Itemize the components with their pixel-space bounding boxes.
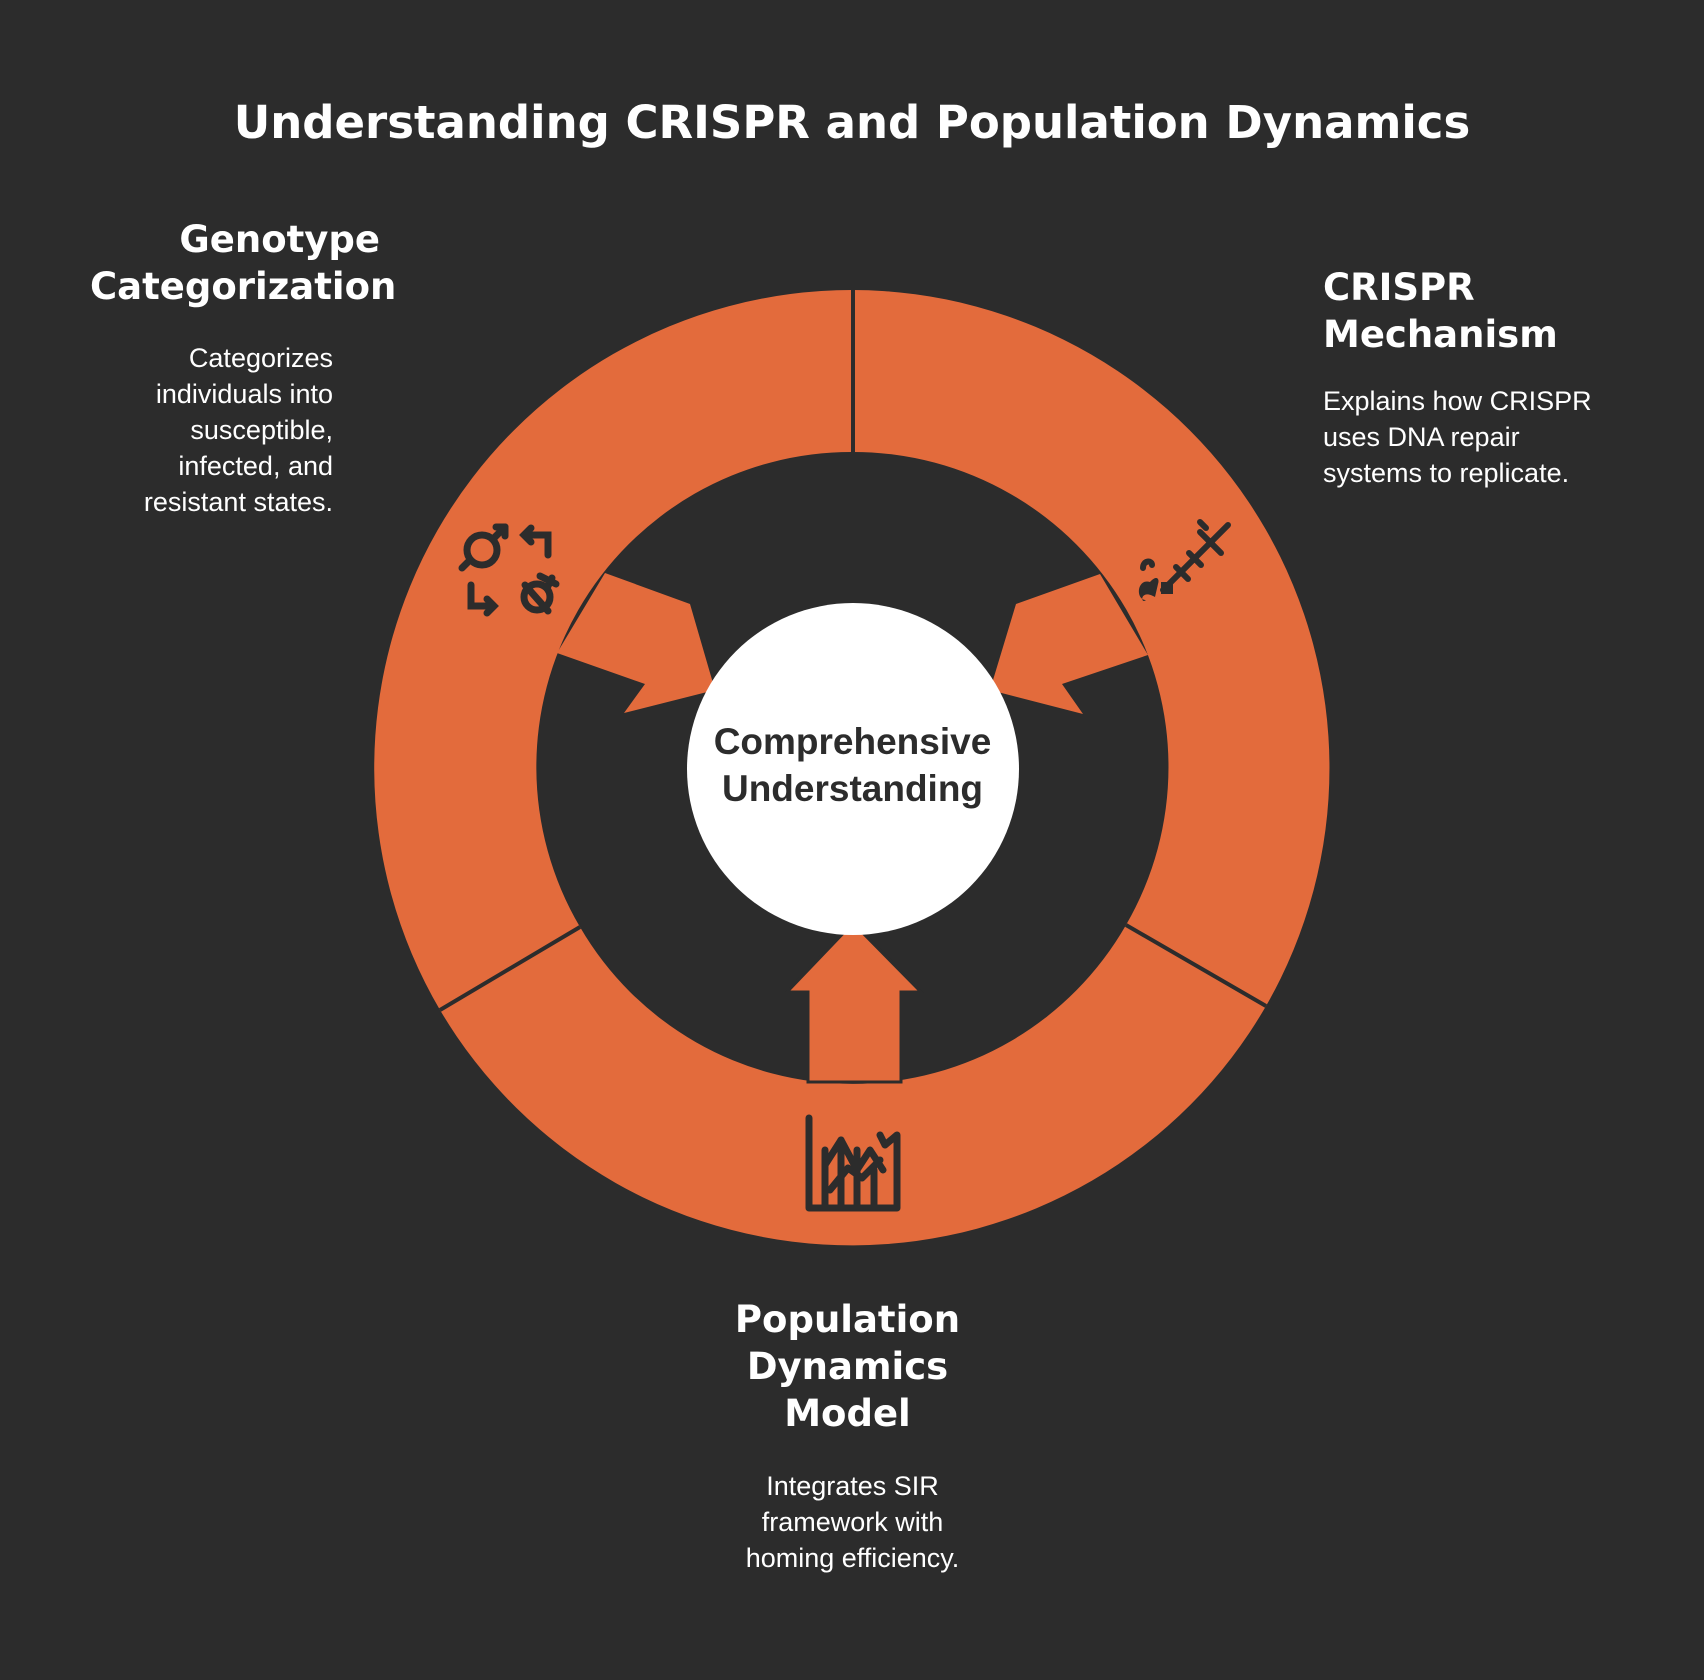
syringe-apple-icon [1138, 519, 1231, 601]
arrow-genotype [557, 573, 715, 713]
center-circle [687, 603, 1019, 935]
ring-segment-crispr [853, 290, 1330, 1006]
gender-symbols-icon [458, 523, 560, 617]
page-title: Understanding CRISPR and Population Dyna… [233, 96, 1471, 149]
crispr-heading: CRISPR Mechanism [1323, 266, 1558, 356]
chart-graph-icon [805, 1114, 901, 1212]
arrow-crispr [990, 574, 1148, 714]
population-heading: Population Dynamics Model [734, 1298, 961, 1435]
arrow-population [783, 920, 925, 1084]
ring-segment-population [440, 925, 1266, 1246]
ring-segment-genotype [374, 289, 853, 1010]
divider-left [438, 925, 582, 1012]
crispr-description: Explains how CRISPR uses DNA repair syst… [1323, 386, 1592, 488]
genotype-description: Categorizes individuals into susceptible… [143, 343, 333, 517]
center-label: Comprehensive Understanding [713, 721, 992, 809]
genotype-heading: Genotype Categorization [90, 218, 397, 308]
divider-right [1124, 923, 1268, 1008]
population-description: Integrates SIR framework with homing eff… [745, 1471, 960, 1573]
